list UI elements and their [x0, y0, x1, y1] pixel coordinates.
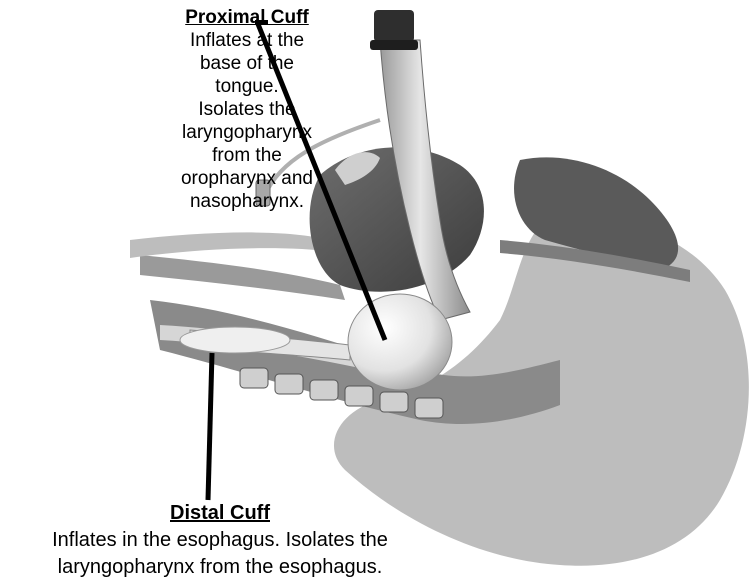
proximal-cuff-line-3: tongue. [142, 75, 352, 98]
distal-leader-line [208, 353, 212, 500]
trachea-region [140, 255, 345, 300]
distal-cuff-label: Distal Cuff Inflates in the esophagus. I… [0, 500, 440, 581]
distal-cuff-line-1: Inflates in the esophagus. Isolates the [0, 527, 440, 554]
tube-connector-collar [370, 40, 418, 50]
distal-cuff-title: Distal Cuff [0, 500, 440, 527]
proximal-cuff-title: Proximal Cuff [142, 6, 352, 29]
distal-cuff-line-2: laryngopharynx from the esophagus. [0, 554, 440, 581]
proximal-cuff-label: Proximal Cuff Inflates at the base of th… [142, 6, 352, 213]
proximal-cuff-line-2: base of the [142, 52, 352, 75]
proximal-cuff-balloon [348, 294, 452, 390]
proximal-cuff-line-4: Isolates the [142, 98, 352, 121]
proximal-cuff-line-5: laryngopharynx [142, 121, 352, 144]
neck-skin [130, 232, 335, 258]
tube-connector [374, 10, 414, 42]
proximal-cuff-line-1: Inflates at the [142, 29, 352, 52]
proximal-cuff-line-6: from the [142, 144, 352, 167]
proximal-cuff-line-7: oropharynx and [142, 167, 352, 190]
distal-cuff-balloon [180, 327, 290, 353]
proximal-cuff-line-8: nasopharynx. [142, 190, 352, 213]
